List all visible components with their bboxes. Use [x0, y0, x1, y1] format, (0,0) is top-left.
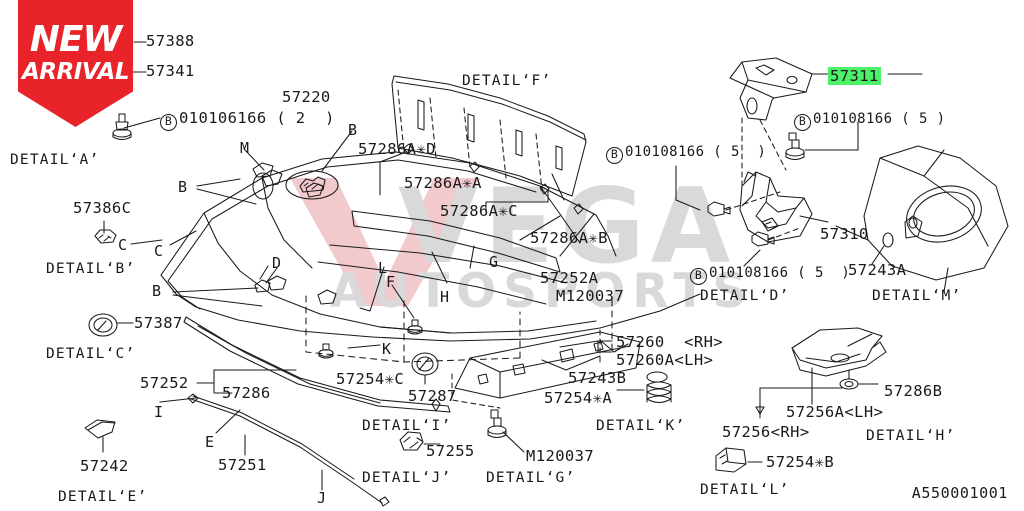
- callout-letter-b-2: B: [348, 121, 358, 139]
- part-label-57286A-B: 57286A✳B: [530, 229, 608, 247]
- part-label-57387: 57387: [134, 314, 183, 332]
- part-label-57252: 57252: [140, 374, 189, 392]
- part-label-57255: 57255: [426, 442, 475, 460]
- part-label-57252A: 57252A: [540, 269, 599, 287]
- circle-b-icon: B: [160, 114, 177, 131]
- detail-caption-m: DETAIL‘M’: [872, 288, 962, 304]
- circle-b-icon: B: [794, 114, 811, 131]
- part-label-57251: 57251: [218, 456, 267, 474]
- callout-letter-l: L: [378, 259, 388, 277]
- callout-letter-g: G: [489, 253, 499, 271]
- callout-letter-m: M: [240, 139, 250, 157]
- part-label-57254-A: 57254✳A: [544, 389, 613, 407]
- badge-line-1: NEW: [29, 19, 122, 60]
- part-label-57311: 57311: [828, 67, 881, 85]
- part-label-57286B: 57286B: [884, 382, 943, 400]
- detail-caption-i: DETAIL‘I’: [362, 418, 452, 434]
- circle-b-icon: B: [606, 147, 623, 164]
- part-label-m120037-b: M120037: [526, 447, 595, 465]
- detail-caption-g: DETAIL‘G’: [486, 470, 576, 486]
- part-label-57254-B: 57254✳B: [766, 453, 835, 471]
- callout-letter-d: D: [272, 254, 282, 272]
- part-label-57286A-C: 57286A✳C: [440, 202, 518, 220]
- new-arrival-badge: NEW ARRIVAL: [18, 0, 133, 127]
- part-label-57242: 57242: [80, 457, 129, 475]
- callout-letter-b-3: B: [152, 282, 162, 300]
- callout-letter-f: F: [386, 273, 396, 291]
- part-label-57388: 57388: [146, 32, 195, 50]
- part-label-57386C: 57386C: [73, 199, 132, 217]
- highlighted-part-number: 57311: [828, 67, 881, 85]
- detail-caption-j: DETAIL‘J’: [362, 470, 452, 486]
- part-label-57341: 57341: [146, 62, 195, 80]
- circle-b-icon: B: [690, 268, 707, 285]
- callout-letter-j: J: [317, 489, 327, 507]
- part-label-57243B: 57243B: [568, 369, 627, 387]
- badge-line-2: ARRIVAL: [22, 59, 129, 85]
- part-label-57256a-lh: 57256A<LH>: [786, 403, 884, 421]
- detail-caption-l: DETAIL‘L’: [700, 482, 790, 498]
- part-label-57310: 57310: [820, 225, 869, 243]
- part-label-57286: 57286: [222, 384, 271, 402]
- figure-code: A550001001: [911, 484, 1008, 502]
- detail-caption-d: DETAIL‘D’: [700, 288, 790, 304]
- part-label-57254-C: 57254✳C: [336, 370, 405, 388]
- callout-letter-k: K: [382, 340, 392, 358]
- part-label-57256-rh: 57256<RH>: [722, 423, 810, 441]
- detail-caption-c: DETAIL‘C’: [46, 346, 136, 362]
- callout-letter-h: H: [440, 288, 450, 306]
- detail-caption-e: DETAIL‘E’: [58, 489, 148, 505]
- detail-caption-a: DETAIL‘A’: [10, 152, 100, 168]
- detail-caption-b: DETAIL‘B’: [46, 261, 136, 277]
- part-label-57287: 57287: [408, 387, 457, 405]
- detail-caption-k: DETAIL‘K’: [596, 418, 686, 434]
- part-label-57286A-A: 57286A✳A: [404, 174, 482, 192]
- part-label-57260-rh: 57260 <RH>: [616, 333, 724, 351]
- detail-caption-h: DETAIL‘H’: [866, 428, 956, 444]
- callout-letter-b-1: B: [178, 178, 188, 196]
- part-label-57260a-lh: 57260A<LH>: [616, 351, 714, 369]
- detail-caption-f: DETAIL‘F’: [462, 73, 552, 89]
- callout-letter-i: I: [154, 403, 164, 421]
- part-label-57243A: 57243A: [848, 261, 907, 279]
- callout-letter-e: E: [205, 433, 215, 451]
- part-label-57220: 57220: [282, 88, 331, 106]
- callout-letter-c-1: C: [118, 236, 128, 254]
- part-label-m120037-a: M120037: [556, 287, 625, 305]
- callout-letter-c-2: C: [154, 242, 164, 260]
- part-label-57286A-D: 57286A✳D: [358, 140, 436, 158]
